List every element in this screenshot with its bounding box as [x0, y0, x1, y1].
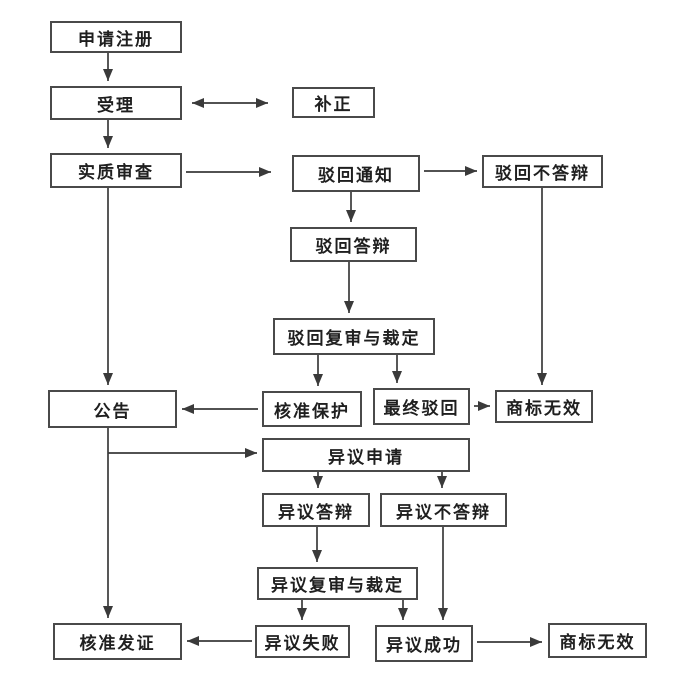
- node-rejection-defense-label: 驳回答辩: [315, 237, 392, 256]
- node-trademark-invalid-top-label: 商标无效: [506, 399, 582, 418]
- node-opposition-no-defense-label: 异议不答辩: [396, 502, 491, 522]
- node-opposition-success: 异议成功: [375, 625, 473, 662]
- node-opposition-defense: 异议答辩: [262, 493, 370, 527]
- node-approved-protection: 核准保护: [262, 391, 362, 427]
- node-final-rejection-label: 最终驳回: [383, 399, 460, 418]
- node-substantive-examination-label: 实质审查: [78, 163, 154, 182]
- node-rejection-no-defense-label: 驳回不答辩: [495, 164, 590, 183]
- node-correction-label: 补正: [314, 95, 353, 114]
- node-final-rejection: 最终驳回: [373, 388, 470, 425]
- node-opposition-defense-label: 异议答辩: [278, 502, 354, 522]
- node-approved-protection-label: 核准保护: [274, 401, 350, 421]
- node-substantive-examination: 实质审查: [50, 153, 182, 188]
- node-opposition-failed: 异议失败: [255, 625, 350, 658]
- node-correction: 补正: [292, 87, 375, 118]
- node-opposition-application: 异议申请: [262, 438, 470, 472]
- node-apply-registration: 申请注册: [50, 21, 182, 53]
- node-approval-certificate-label: 核准发证: [79, 634, 156, 653]
- node-opposition-review-ruling-label: 异议复审与裁定: [271, 576, 404, 595]
- node-opposition-success-label: 异议成功: [386, 636, 462, 655]
- node-opposition-failed-label: 异议失败: [264, 634, 341, 653]
- node-acceptance-label: 受理: [97, 95, 135, 115]
- node-rejection-review-ruling: 驳回复审与裁定: [273, 318, 435, 355]
- node-acceptance: 受理: [50, 86, 182, 120]
- node-trademark-invalid-top: 商标无效: [495, 390, 593, 423]
- node-rejection-defense: 驳回答辩: [290, 227, 417, 262]
- node-rejection-review-ruling-label: 驳回复审与裁定: [287, 329, 421, 348]
- node-apply-registration-label: 申请注册: [78, 29, 154, 49]
- node-trademark-invalid-bottom-label: 商标无效: [559, 633, 636, 652]
- node-rejection-no-defense: 驳回不答辩: [482, 155, 603, 188]
- node-announcement: 公告: [48, 390, 177, 428]
- node-trademark-invalid-bottom: 商标无效: [548, 623, 647, 658]
- node-announcement-label: 公告: [93, 401, 132, 421]
- node-approval-certificate: 核准发证: [53, 623, 182, 660]
- node-opposition-no-defense: 异议不答辩: [380, 493, 507, 527]
- node-rejection-notice-label: 驳回通知: [318, 166, 394, 185]
- node-opposition-review-ruling: 异议复审与裁定: [257, 567, 418, 600]
- node-rejection-notice: 驳回通知: [292, 155, 420, 192]
- node-opposition-application-label: 异议申请: [328, 447, 404, 467]
